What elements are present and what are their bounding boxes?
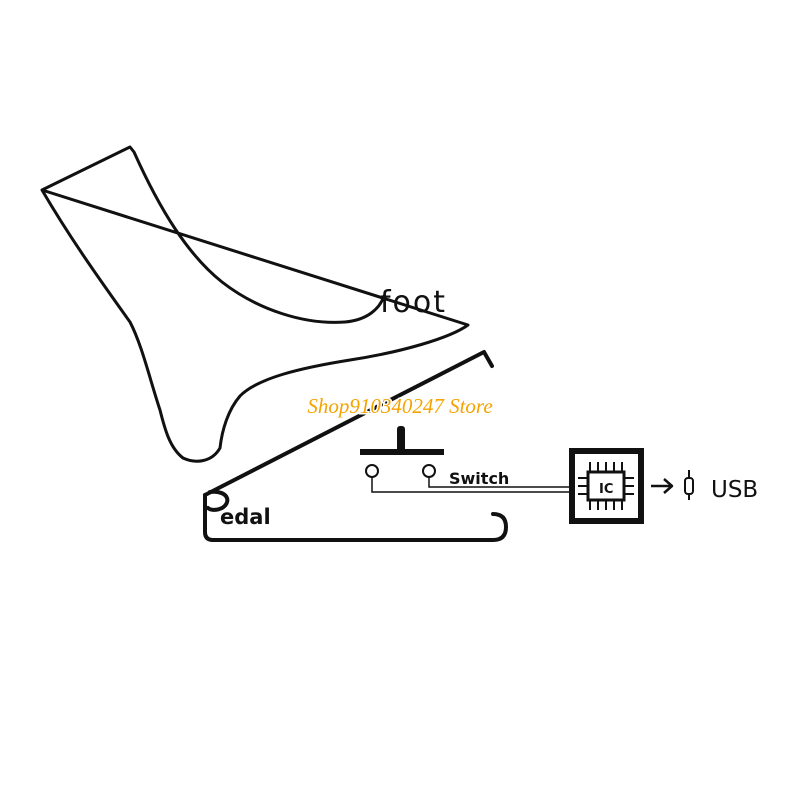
usb-label: USB xyxy=(711,477,758,503)
ic-label: IC xyxy=(599,482,613,497)
switch-label: Switch xyxy=(449,469,509,488)
switch-contact-right xyxy=(422,464,436,478)
watermark-text: Shop910340247 Store xyxy=(307,394,492,418)
ic-chip xyxy=(569,448,644,524)
pedal-p-bowl xyxy=(206,489,230,512)
pedal-label: edal xyxy=(220,505,271,529)
switch-plunger-stem xyxy=(397,426,405,454)
arrow-icon xyxy=(651,478,674,494)
ic-die xyxy=(586,470,626,502)
usb-plug-icon xyxy=(684,470,694,500)
foot-label: foot xyxy=(380,285,447,320)
pedal-plate xyxy=(203,350,494,497)
ic-outer-frame xyxy=(569,448,644,524)
switch-assembly xyxy=(360,426,572,493)
pedal-base xyxy=(203,493,508,542)
switch-contact-left xyxy=(365,464,379,478)
switch-wire-2 xyxy=(428,477,572,488)
foot-outline xyxy=(40,145,470,463)
switch-wire xyxy=(371,477,572,493)
